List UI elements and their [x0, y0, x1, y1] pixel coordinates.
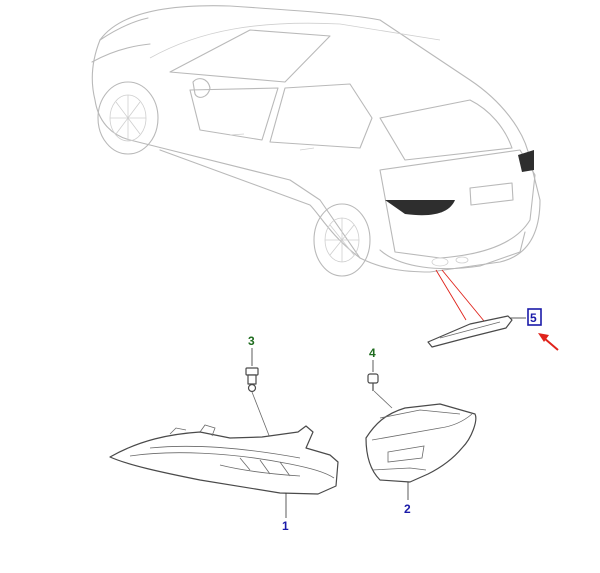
part-3-bulb-holder[interactable]	[245, 348, 271, 439]
location-leader-lines	[435, 269, 485, 322]
part-5-rear-reflector[interactable]	[427, 315, 526, 348]
car-exhaust	[455, 256, 469, 264]
part-2-tail-lamp[interactable]	[365, 403, 477, 500]
callout-5[interactable]: 5	[530, 311, 537, 325]
red-leader-line	[435, 269, 467, 321]
vehicle-illustration	[91, 5, 541, 277]
car-side-profile	[91, 39, 361, 259]
car-side-window-rear	[269, 83, 373, 149]
callout-2[interactable]: 2	[404, 502, 411, 516]
car-rear-glass	[379, 99, 513, 161]
part-4-screw[interactable]	[367, 360, 393, 409]
car-front-fascia	[91, 17, 151, 63]
part-1-rear-lamp-body[interactable]	[109, 424, 339, 518]
red-pointer-arrow-icon	[538, 333, 559, 351]
callout-5-box	[527, 308, 542, 326]
car-reflector-slot	[431, 257, 449, 267]
car-roof-outline	[99, 5, 541, 273]
car-rear-wheel	[313, 203, 371, 277]
callout-3[interactable]: 3	[248, 334, 255, 348]
car-front-wheel	[97, 81, 159, 155]
car-front-window	[169, 29, 331, 83]
car-rear-bumper	[379, 231, 526, 270]
car-licence-plate	[469, 182, 514, 206]
car-side-window-front	[189, 87, 279, 141]
callout-4[interactable]: 4	[369, 346, 376, 360]
callout-1[interactable]: 1	[282, 519, 289, 533]
car-roof-rail	[149, 22, 441, 59]
callout-5-highlight[interactable]: 5	[527, 308, 542, 326]
red-leader-line	[441, 269, 485, 322]
car-tail-light-right	[518, 150, 534, 172]
car-door-handles	[229, 133, 315, 151]
car-side-mirror	[192, 78, 211, 98]
car-tail-light-left	[385, 200, 455, 216]
car-lower-sill	[159, 149, 361, 259]
